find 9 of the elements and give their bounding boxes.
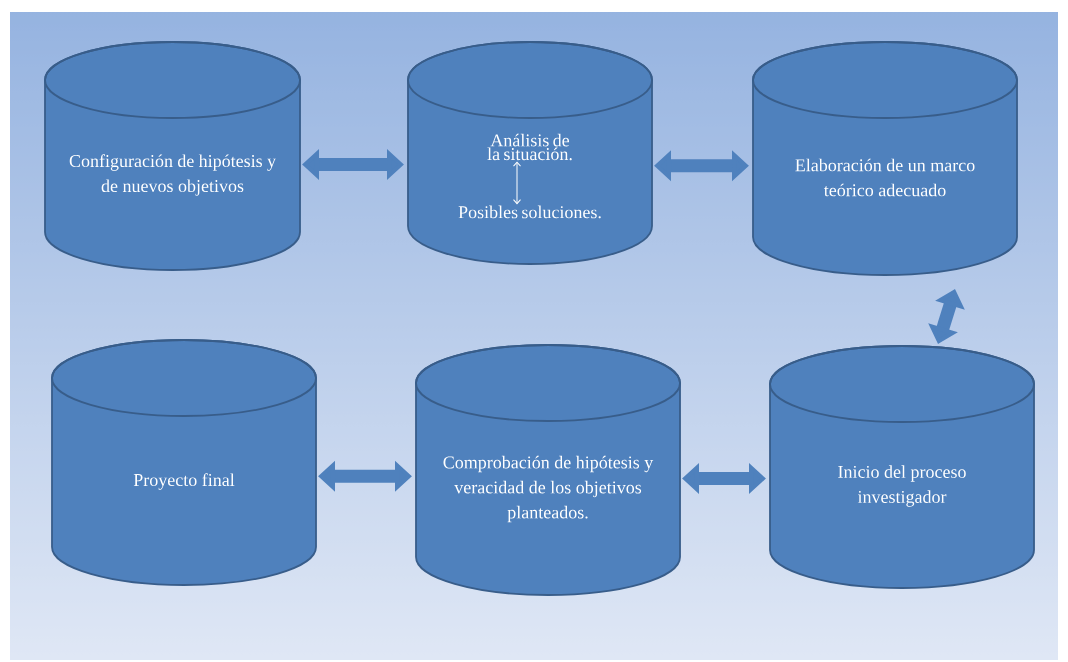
cylinder: Inicio del proceso investigador — [769, 345, 1035, 589]
cylinder: Comprobación de hipótesis y veracidad de los objetivos planteados. — [415, 344, 681, 596]
arrow — [513, 161, 521, 205]
text-label: Posibles soluciones. — [458, 205, 601, 219]
cylinder: Proyecto final — [51, 339, 317, 586]
cylinder — [407, 41, 653, 265]
text-label: Análisis de la situación. — [487, 133, 572, 161]
cylinder: Configuración de hipótesis y de nuevos objetivos — [44, 41, 301, 271]
cylinder: Elaboración de un marco teórico adecuado — [752, 41, 1018, 276]
